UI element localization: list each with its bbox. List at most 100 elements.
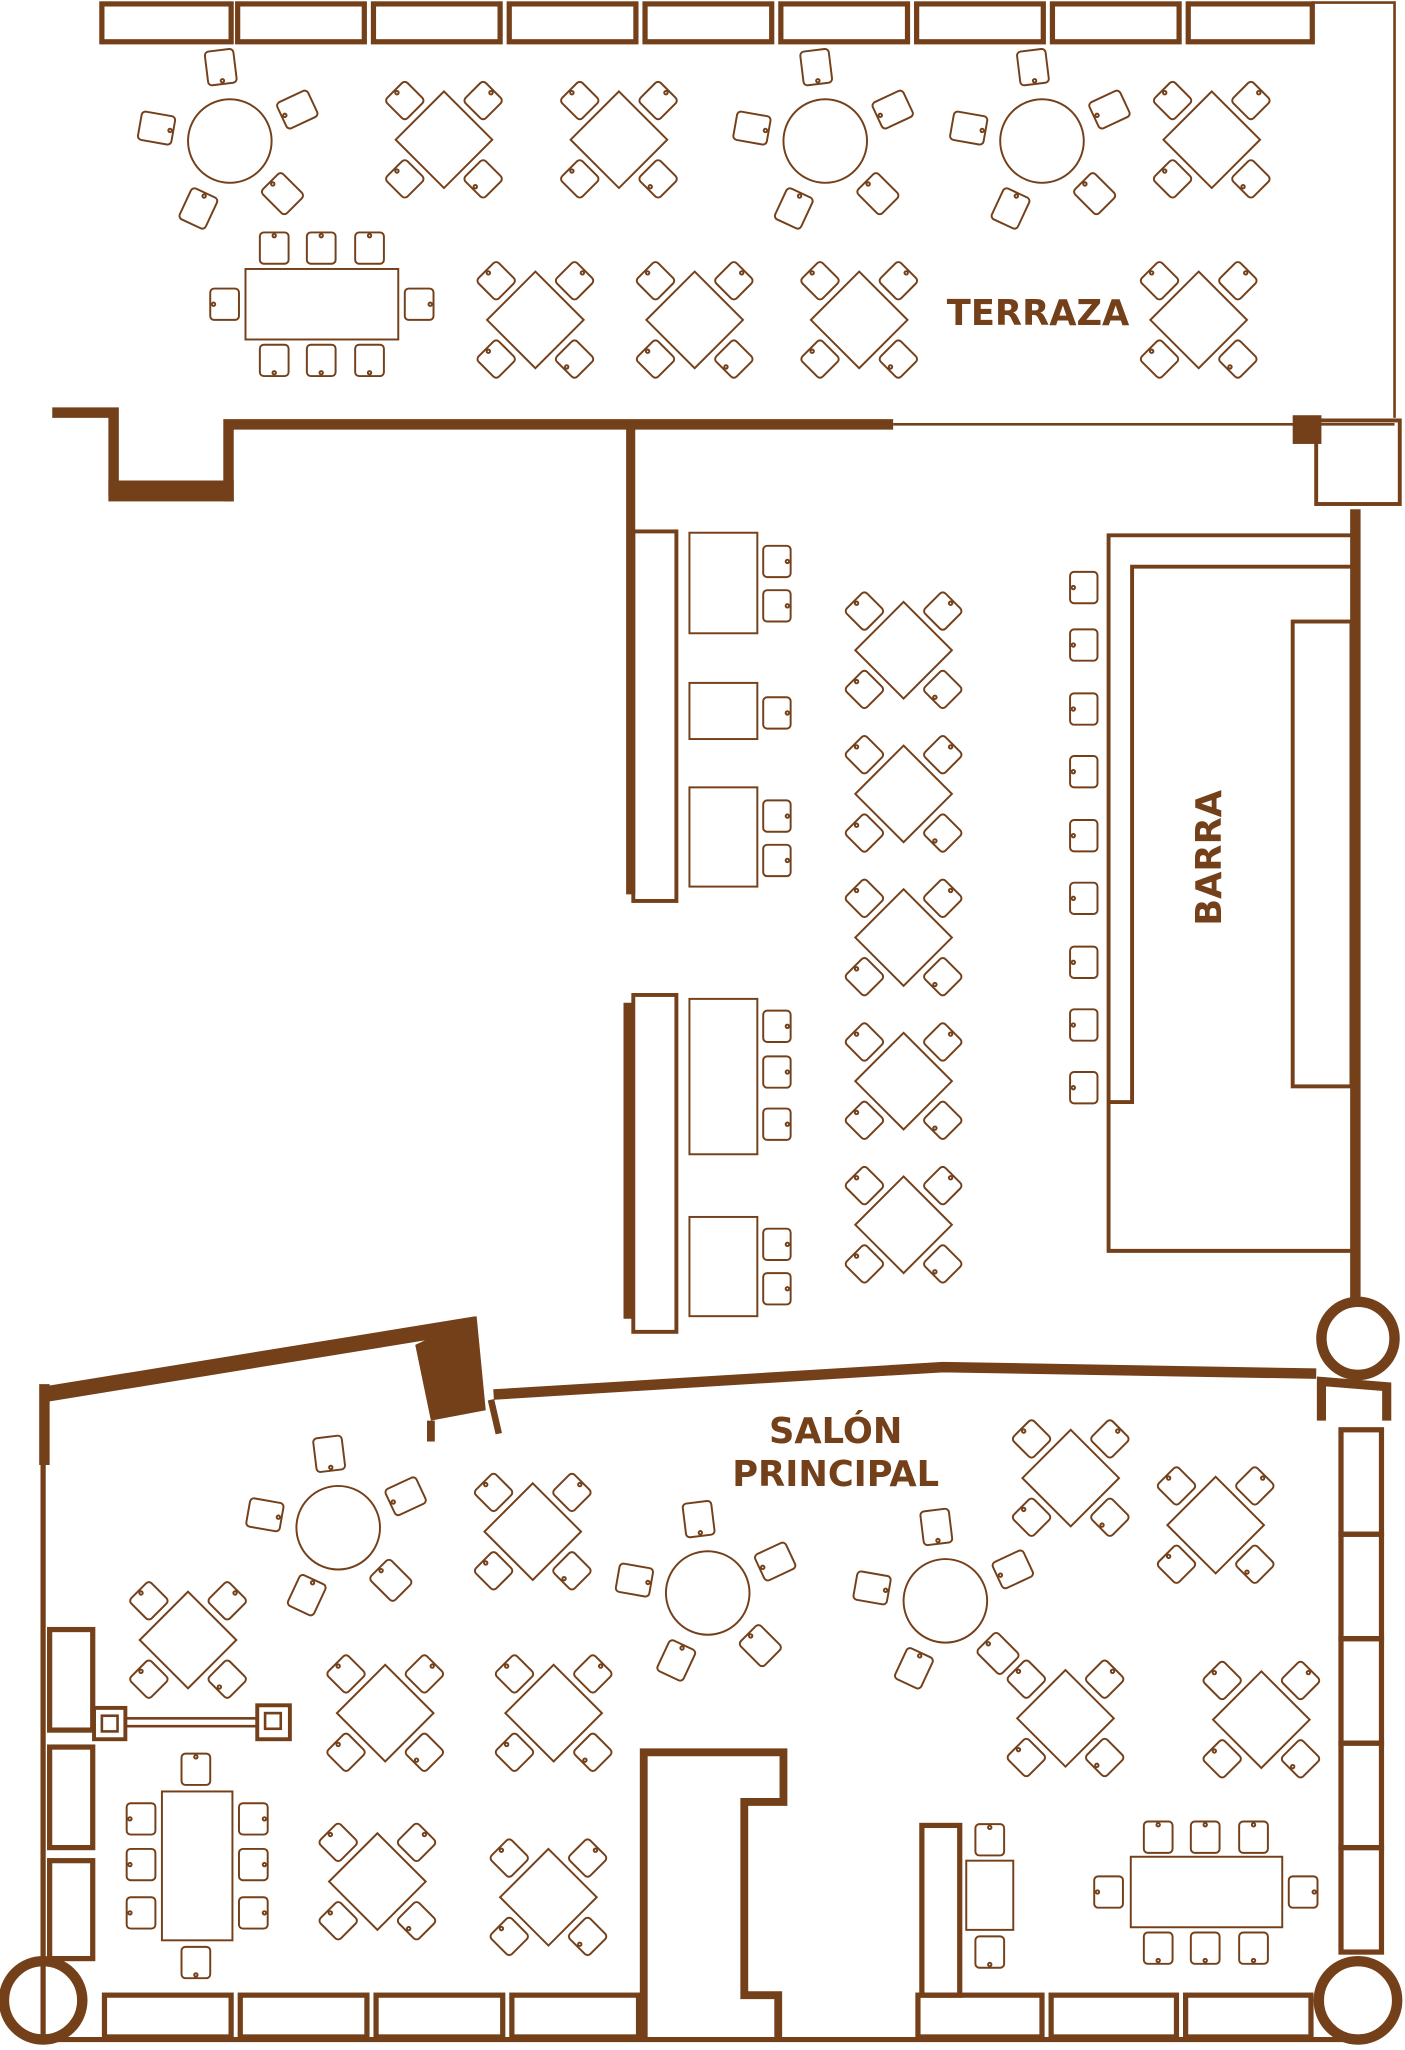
chair-seat <box>878 339 919 379</box>
chair-dot <box>809 348 815 354</box>
label-main-hall-1: SALÓN <box>769 1410 902 1452</box>
chair-dot <box>270 181 276 187</box>
chair <box>852 1570 892 1606</box>
square-table <box>1162 90 1262 190</box>
chair-seat <box>276 89 319 130</box>
chair-seat <box>1006 1659 1046 1699</box>
chair-dot <box>663 90 669 96</box>
chair-seat <box>463 80 503 121</box>
chair-dot <box>987 1824 993 1831</box>
chair-seat <box>800 339 840 379</box>
chair <box>1152 80 1193 121</box>
window <box>1338 1531 1385 1642</box>
chair-seat <box>494 1654 535 1694</box>
column-round <box>0 1955 88 2045</box>
chair <box>1218 261 1258 301</box>
chair-dot <box>1227 364 1233 370</box>
chair-seat <box>396 1822 437 1863</box>
window <box>1338 1427 1385 1537</box>
chair-dot <box>784 1069 791 1075</box>
chair-seat <box>476 339 516 379</box>
chair <box>260 172 304 216</box>
chair-seat <box>260 172 304 216</box>
chair-seat <box>635 261 676 301</box>
chair-dot <box>932 981 938 988</box>
chair-seat <box>180 1945 212 1980</box>
chair-seat <box>326 1654 366 1694</box>
chair-seat <box>258 343 290 378</box>
chair <box>844 1165 885 1206</box>
window <box>642 1 775 45</box>
table-top <box>498 1847 599 1947</box>
chair-seat <box>1093 1875 1124 1909</box>
chair-seat <box>178 187 219 230</box>
chair-dot <box>1070 1022 1077 1028</box>
fixture <box>263 1711 283 1731</box>
chair-dot <box>997 1572 1004 1578</box>
chair-seat <box>1156 1466 1197 1506</box>
square-table <box>1148 270 1249 370</box>
chair <box>489 1838 529 1878</box>
chair <box>800 339 840 379</box>
wall-block <box>108 480 234 502</box>
chair-seat <box>1235 1466 1275 1506</box>
chair-seat <box>560 159 600 199</box>
chair <box>125 1847 157 1882</box>
chair-dot <box>394 168 400 174</box>
square-table <box>483 1481 583 1582</box>
chair <box>1202 1739 1242 1779</box>
chair-dot <box>282 112 288 119</box>
corner-room <box>1314 418 1402 506</box>
chair <box>129 1581 169 1621</box>
chair <box>923 1022 963 1062</box>
chair-dot <box>947 887 954 894</box>
chair-seat <box>1235 1544 1275 1584</box>
chair-dot <box>784 710 791 716</box>
chair-seat <box>919 1507 954 1547</box>
table-top <box>999 98 1085 184</box>
chair-seat <box>656 1639 697 1682</box>
chair <box>878 261 919 301</box>
chair-dot <box>394 90 400 96</box>
chair <box>991 1549 1034 1590</box>
chair-seat <box>974 1935 1006 1969</box>
chair <box>318 1822 358 1863</box>
chair <box>326 1732 366 1772</box>
chair-seat <box>714 339 754 379</box>
chair-seat <box>762 1107 792 1141</box>
chair-dot <box>853 1253 860 1259</box>
chair-dot <box>809 270 815 276</box>
chair-dot <box>853 966 860 972</box>
window <box>1049 1 1182 45</box>
fixture-bar <box>124 1717 259 1728</box>
chair <box>1069 692 1099 726</box>
chair-dot <box>1250 1957 1257 1964</box>
chair <box>844 1100 885 1140</box>
chair <box>1084 1737 1125 1778</box>
chair-seat <box>1280 1660 1321 1701</box>
chair-dot <box>127 1861 133 1868</box>
table-top <box>1165 1475 1266 1575</box>
chair-dot <box>784 857 791 864</box>
chair-seat <box>404 1732 445 1772</box>
round-table <box>664 1550 751 1636</box>
table-top <box>1015 1668 1116 1769</box>
chair <box>276 89 319 130</box>
chair <box>396 1822 437 1863</box>
chair <box>1231 159 1271 199</box>
chair-seat <box>1231 80 1271 121</box>
chair-dot <box>947 744 954 750</box>
chair <box>1287 1875 1319 1909</box>
booth-table <box>688 531 759 635</box>
chair-dot <box>427 301 433 307</box>
table-top <box>569 90 669 190</box>
table-top <box>483 1481 583 1582</box>
chair <box>1069 1071 1099 1105</box>
chair-dot <box>1165 1553 1172 1560</box>
chair-seat <box>125 1896 157 1930</box>
small-table <box>965 1859 1015 1931</box>
chair <box>844 1244 885 1284</box>
chair-seat <box>638 80 678 121</box>
chair-seat <box>1069 1071 1099 1105</box>
chair-seat <box>949 110 989 146</box>
